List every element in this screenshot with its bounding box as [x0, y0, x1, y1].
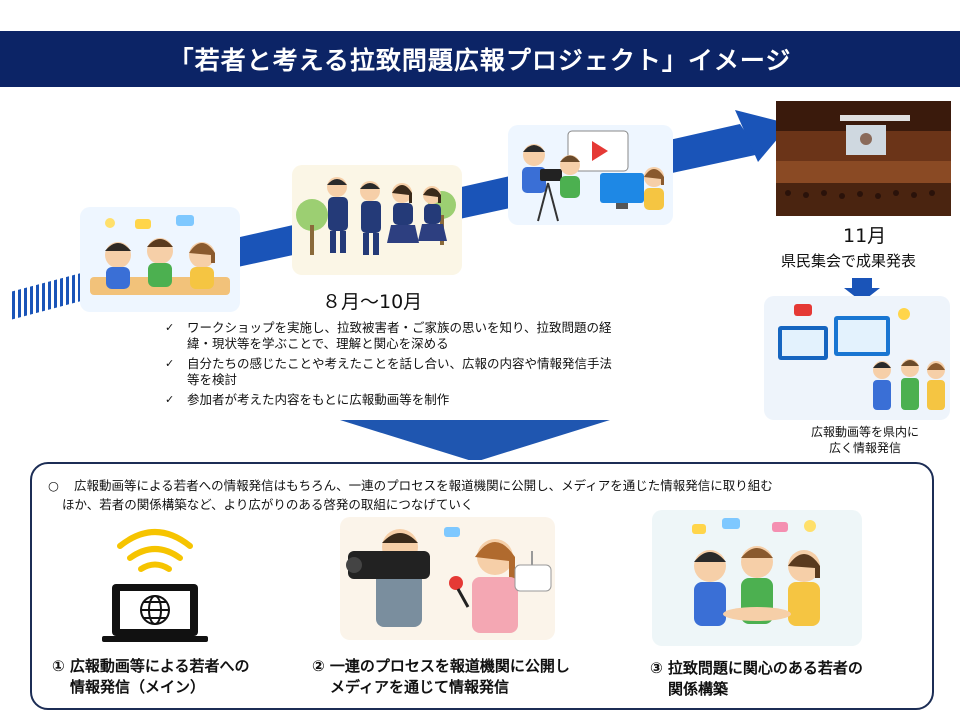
microphone-icon [449, 576, 463, 590]
lightbulb-icon [898, 308, 910, 320]
video-icon [794, 304, 812, 316]
checkmark-icon: ✓ [165, 393, 175, 406]
students-walking-illustration [292, 165, 462, 275]
lightbulb-icon [105, 218, 115, 228]
workshop-discussion-illustration [80, 207, 240, 312]
information-spread-illustration [764, 296, 950, 420]
video-production-illustration [508, 125, 673, 225]
checklist-item: ✓ 自分たちの感じたことや考えたことを話し合い、広報の内容や情報発信手法 等を検… [165, 356, 613, 387]
down-arrow-icon [844, 278, 880, 302]
broadcast-van-icon [514, 564, 552, 592]
laptop-broadcast-illustration [102, 529, 208, 642]
wifi-signal-icon [117, 529, 193, 572]
circle-bullet-icon: ○ [48, 478, 59, 493]
video-camera-icon [348, 551, 430, 579]
globe-icon [140, 595, 170, 625]
play-icon [592, 141, 608, 161]
spread-caption: 広報動画等を県内に 広く情報発信 [810, 425, 919, 455]
joined-hands-icon [723, 607, 791, 621]
period-label: ８月～10月 [322, 291, 423, 313]
assembly-presentation-label: 県民集会で成果発表 [781, 252, 917, 270]
speech-bubble-icon [135, 219, 151, 229]
media-interview-illustration [340, 517, 555, 640]
video-camera-icon [540, 169, 562, 181]
outcome-2-caption: ② 一連のプロセスを報道機関に公開し メディアを通じて情報発信 [312, 657, 570, 696]
checklist-item: ✓ ワークショップを実施し、拉致被害者・ご家族の思いを知り、拉致問題の経 緯・現… [165, 320, 612, 351]
outcomes-box [30, 462, 934, 710]
title-bar: 「若者と考える拉致問題広報プロジェクト」イメージ [0, 31, 960, 87]
funnel-arrow [340, 420, 610, 460]
outcome-3-caption: ③ 拉致問題に関心のある若者の 関係構築 [650, 659, 863, 698]
outcome-1-caption: ① 広報動画等による若者への 情報発信（メイン） [52, 657, 250, 696]
laptop-icon [102, 584, 208, 642]
summary-text: ○広報動画等による若者への情報発信はもちろん、一連のプロセスを報道機関に公開し、… [48, 478, 773, 512]
youth-connection-illustration [652, 510, 862, 646]
arrow-tail-stripes [10, 272, 85, 320]
activity-checklist: ✓ ワークショップを実施し、拉致被害者・ご家族の思いを知り、拉致問題の経 緯・現… [165, 320, 645, 412]
lightbulb-icon [804, 520, 816, 532]
checkmark-icon: ✓ [165, 321, 175, 334]
speech-bubble-icon [176, 215, 194, 226]
checklist-item: ✓ 参加者が考えた内容をもとに広報動画等を制作 [165, 392, 450, 407]
checkmark-icon: ✓ [165, 357, 175, 370]
prefectural-assembly-photo [776, 101, 951, 216]
page-title: 「若者と考える拉致問題広報プロジェクト」イメージ [168, 46, 792, 75]
november-label: 11月 [843, 225, 887, 247]
